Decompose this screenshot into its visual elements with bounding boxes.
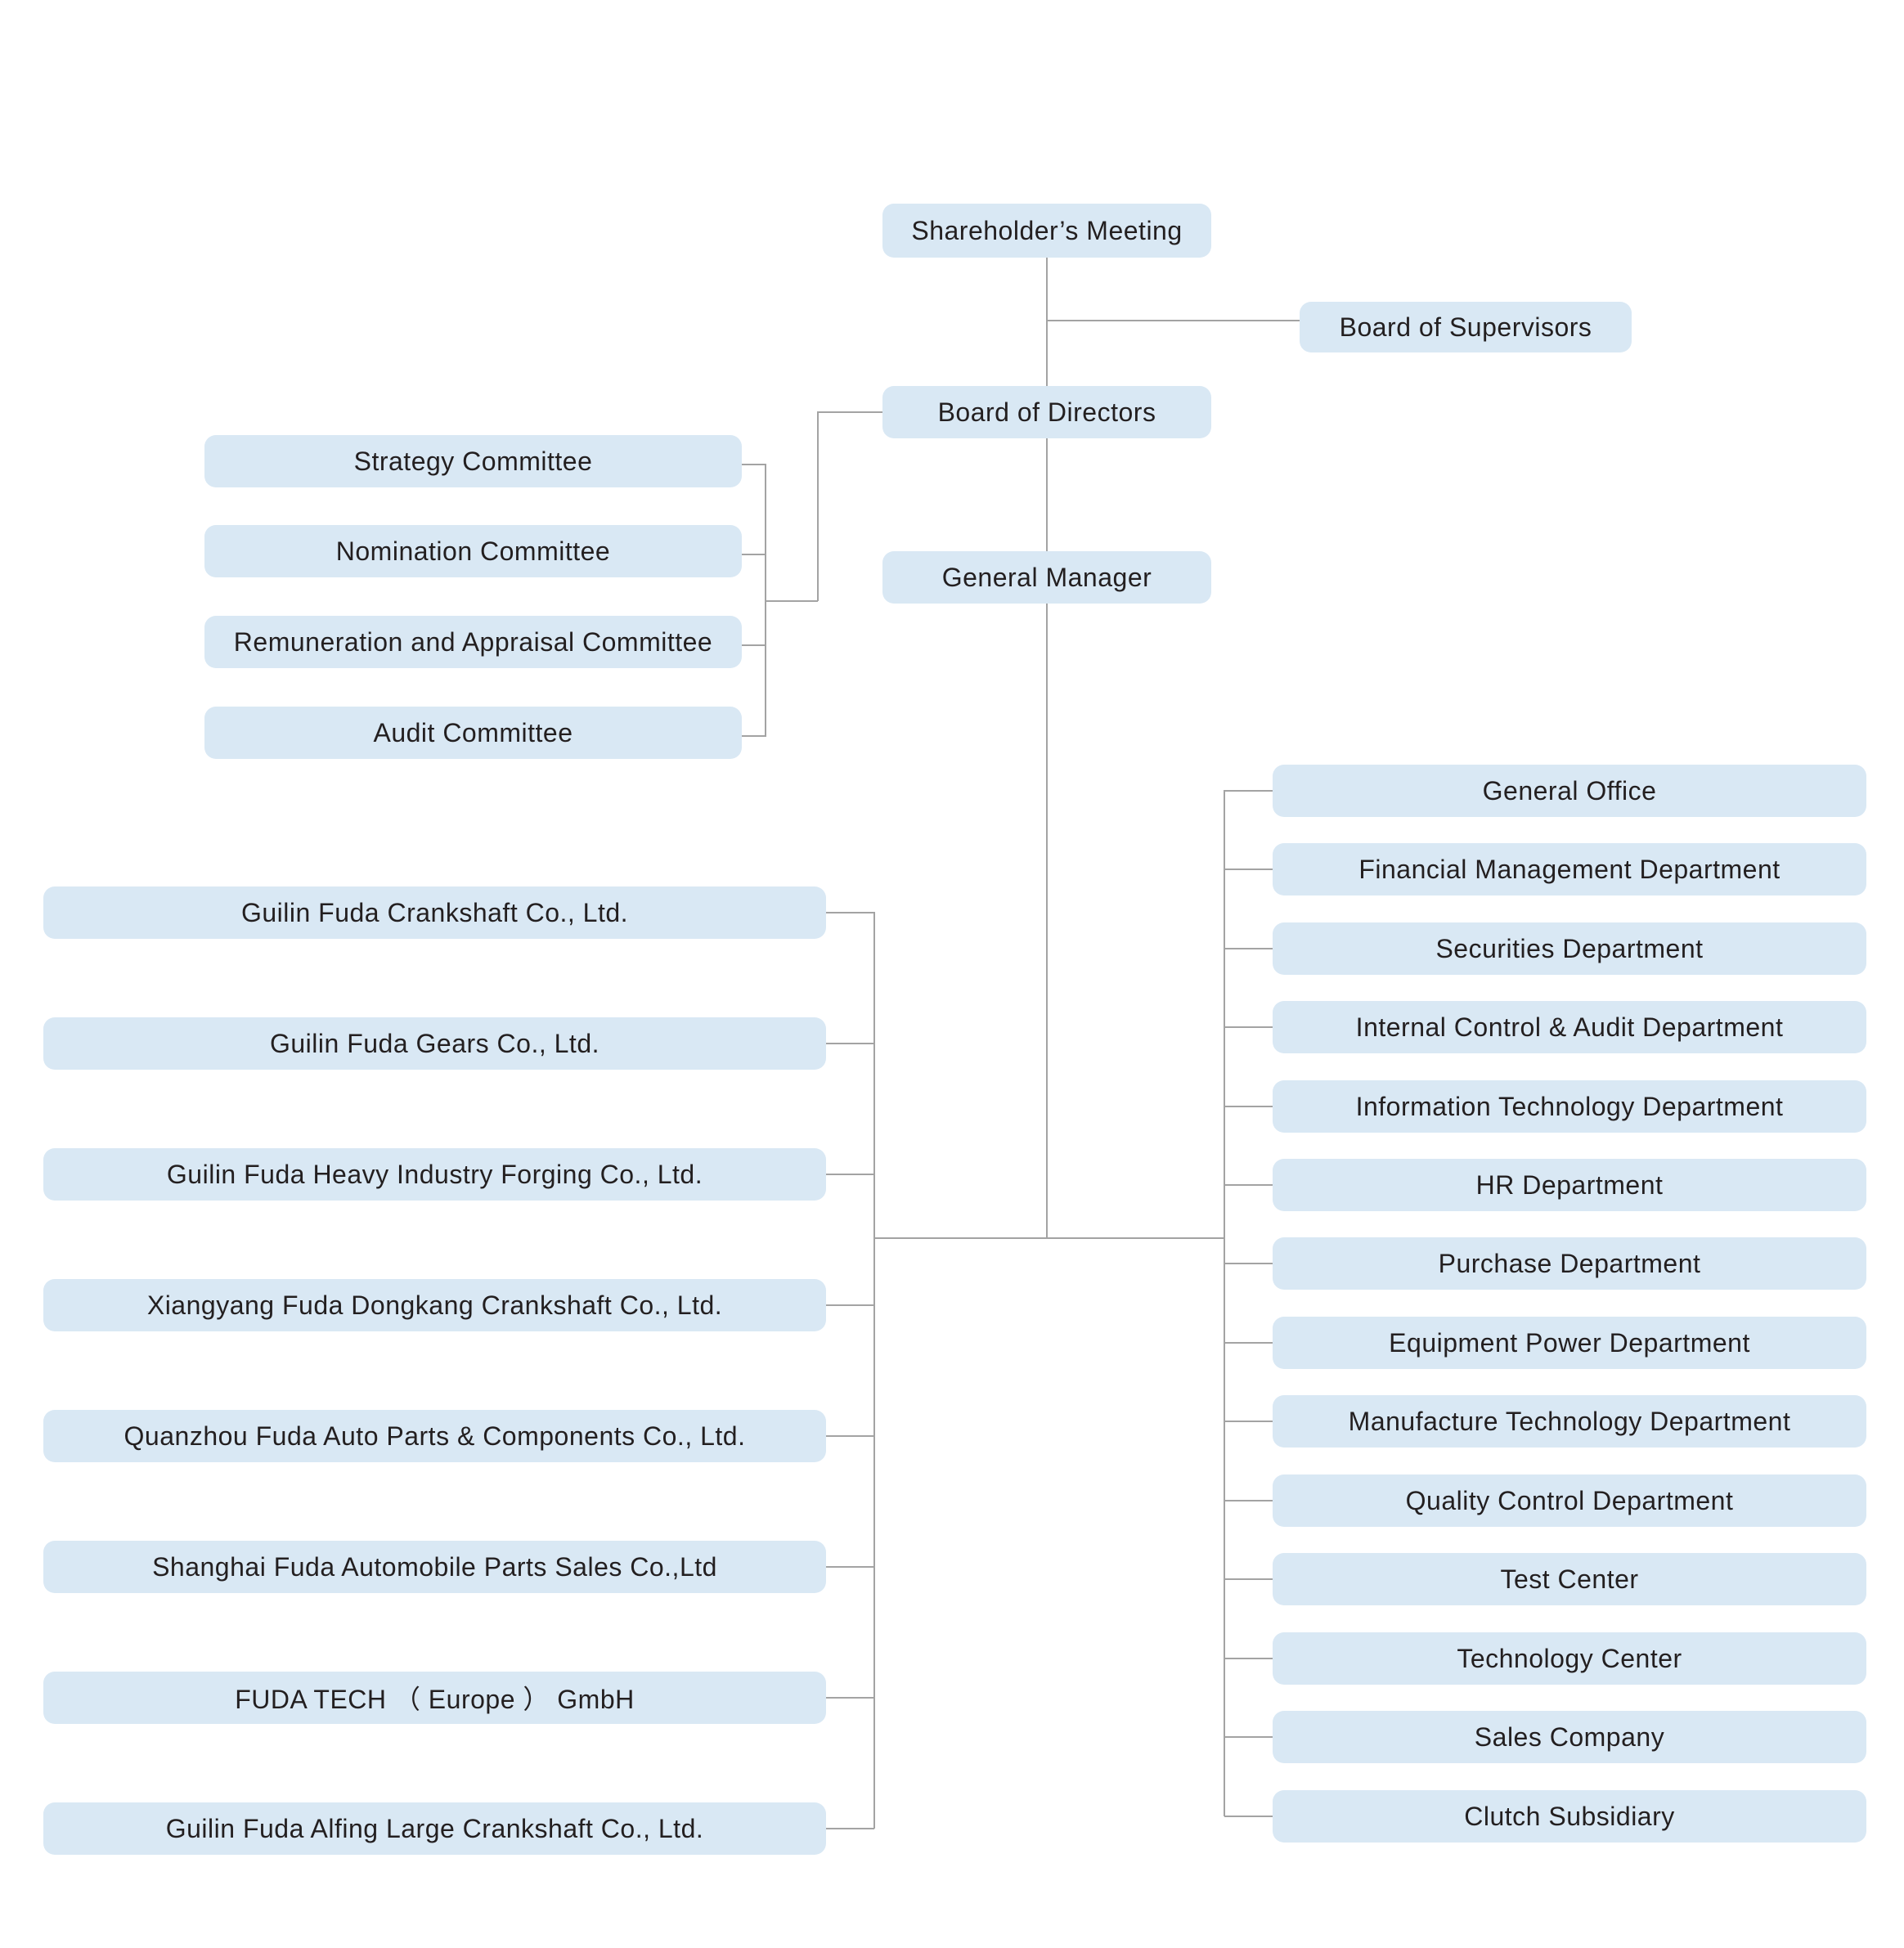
connector-committee-branch [766,600,818,602]
connector-department-stub [1224,1500,1273,1501]
connector-department-bracket [1224,790,1225,1816]
node-dept-purchase: Purchase Department [1273,1237,1866,1290]
node-subsidiary-quanzhou-fuda-auto-parts: Quanzhou Fuda Auto Parts & Components Co… [43,1410,826,1462]
node-board-of-supervisors: Board of Supervisors [1300,302,1632,352]
connector-committee-stub [742,554,766,555]
node-dept-financial-management: Financial Management Department [1273,843,1866,895]
connector-department-stub [1224,1026,1273,1028]
node-dept-internal-control-audit: Internal Control & Audit Department [1273,1001,1866,1053]
node-subsidiary-fuda-tech-europe: FUDA TECH （ Europe ） GmbH [43,1672,826,1724]
connector-main-branch [874,1237,1225,1239]
connector-subsidiary-bracket [873,912,875,1829]
connector-subsidiary-stub [825,1043,874,1044]
connector-subsidiary-stub [825,1566,874,1568]
connector-department-stub [1224,1184,1273,1186]
connector-subsidiary-stub [825,1435,874,1437]
node-subsidiary-guilin-fuda-crankshaft: Guilin Fuda Crankshaft Co., Ltd. [43,886,826,939]
connector-supervisors-branch [1047,320,1300,321]
node-subsidiary-guilin-fuda-heavy-industry-forging: Guilin Fuda Heavy Industry Forging Co., … [43,1148,826,1201]
connector-subsidiary-stub [825,1304,874,1306]
node-dept-equipment-power: Equipment Power Department [1273,1317,1866,1369]
connector-department-stub [1224,790,1273,792]
node-dept-clutch-subsidiary: Clutch Subsidiary [1273,1790,1866,1843]
connector-committee-stub [742,735,766,737]
node-dept-information-technology: Information Technology Department [1273,1080,1866,1133]
connector-subsidiary-stub [825,1174,874,1175]
node-remuneration-appraisal-committee: Remuneration and Appraisal Committee [204,616,742,668]
connector-committee-stub [742,464,766,465]
connector-subsidiary-stub [825,1697,874,1699]
connector-subsidiary-stub [825,1828,874,1829]
connector-department-stub [1224,1342,1273,1344]
node-nomination-committee: Nomination Committee [204,525,742,577]
node-subsidiary-shanghai-fuda-automobile-parts-sales: Shanghai Fuda Automobile Parts Sales Co.… [43,1541,826,1593]
connector-committee-stub [742,644,766,646]
connector-department-stub [1224,1578,1273,1580]
connector-committee-bracket [765,464,766,737]
connector-department-stub [1224,869,1273,870]
node-dept-test-center: Test Center [1273,1553,1866,1605]
connector-subsidiary-stub [825,912,874,913]
node-dept-general-office: General Office [1273,765,1866,817]
node-dept-hr: HR Department [1273,1159,1866,1211]
node-shareholders-meeting: Shareholder’s Meeting [882,204,1211,258]
node-subsidiary-guilin-fuda-gears: Guilin Fuda Gears Co., Ltd. [43,1017,826,1070]
node-subsidiary-guilin-fuda-alfing-large-crankshaft: Guilin Fuda Alfing Large Crankshaft Co.,… [43,1802,826,1855]
node-subsidiary-xiangyang-fuda-dongkang-crankshaft: Xiangyang Fuda Dongkang Crankshaft Co., … [43,1279,826,1331]
node-audit-committee: Audit Committee [204,707,742,759]
connector-department-stub [1224,948,1273,949]
node-dept-securities: Securities Department [1273,922,1866,975]
node-general-manager: General Manager [882,551,1211,604]
connector-directors-stub [818,411,882,413]
connector-department-stub [1224,1736,1273,1738]
connector-committee-elbow [817,411,819,601]
connector-trunk [1046,258,1048,1238]
node-dept-technology-center: Technology Center [1273,1632,1866,1685]
connector-department-stub [1224,1816,1273,1817]
connector-department-stub [1224,1658,1273,1659]
node-dept-manufacture-technology: Manufacture Technology Department [1273,1395,1866,1448]
node-board-of-directors: Board of Directors [882,386,1211,438]
connector-department-stub [1224,1263,1273,1264]
connector-department-stub [1224,1421,1273,1422]
connector-department-stub [1224,1106,1273,1107]
node-dept-sales-company: Sales Company [1273,1711,1866,1763]
node-dept-quality-control: Quality Control Department [1273,1474,1866,1527]
node-strategy-committee: Strategy Committee [204,435,742,487]
